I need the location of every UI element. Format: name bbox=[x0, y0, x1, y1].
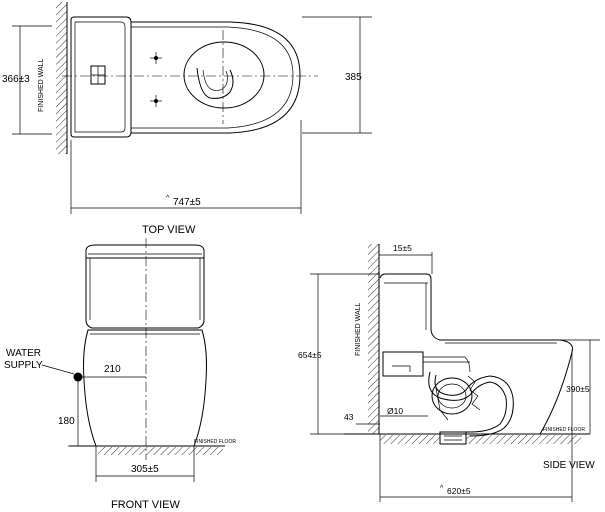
front-tank-lid bbox=[85, 244, 205, 259]
front-floor-hatch bbox=[98, 447, 223, 455]
side-view: FINISHED WALL FINISHED FLOOR bbox=[298, 243, 600, 502]
finished-floor-label-side: FINISHED FLOOR bbox=[543, 427, 585, 433]
front-tank bbox=[85, 258, 205, 329]
front-view: FINISHED FLOOR WATER SUPPLY 210 180 305±… bbox=[4, 238, 236, 511]
dim-rough-in: 366±3 bbox=[2, 74, 30, 85]
side-floor-hatch bbox=[380, 435, 440, 444]
svg-text:^: ^ bbox=[166, 195, 170, 202]
svg-text:^: ^ bbox=[440, 485, 444, 492]
finished-wall-label-top: FINISHED WALL bbox=[38, 58, 45, 112]
side-trapway bbox=[428, 371, 514, 437]
dim-supply-dia: Ø10 bbox=[387, 406, 403, 416]
top-bowl bbox=[131, 21, 301, 134]
top-view-title: TOP VIEW bbox=[142, 224, 196, 236]
front-view-title: FRONT VIEW bbox=[111, 499, 180, 511]
water-supply-label-1: WATER bbox=[6, 348, 41, 359]
dim-height: 654±5 bbox=[298, 350, 322, 360]
front-bowl bbox=[83, 329, 207, 447]
dim-seat-height: 390±5 bbox=[566, 384, 590, 394]
dim-supply-height: 180 bbox=[58, 416, 75, 427]
side-bowl bbox=[380, 339, 573, 435]
side-tank bbox=[379, 273, 470, 341]
dim-supply-offset: 210 bbox=[104, 364, 121, 375]
dim-length: 747±5 bbox=[173, 197, 201, 208]
dim-width: 385 bbox=[345, 72, 362, 83]
top-wall-hatch bbox=[56, 2, 67, 154]
side-view-title: SIDE VIEW bbox=[543, 460, 595, 471]
top-bolt-holes bbox=[150, 52, 162, 107]
dim-top-gap: 15±5 bbox=[393, 243, 412, 253]
top-view: 366±3 FINISHED WALL 385 ^ 747±5 TOP VIEW bbox=[2, 2, 372, 236]
water-supply-dot bbox=[73, 372, 83, 382]
top-tank bbox=[70, 16, 132, 138]
dim-outlet-height: 43 bbox=[344, 412, 354, 422]
side-inlet-box bbox=[382, 351, 424, 377]
dim-side-length: 620±5 bbox=[447, 486, 471, 496]
side-wall-hatch bbox=[368, 244, 379, 434]
dim-base-width: 305±5 bbox=[131, 464, 159, 475]
finished-wall-label-side: FINISHED WALL bbox=[355, 302, 362, 356]
finished-floor-label-front: FINISHED FLOOR bbox=[194, 439, 236, 445]
top-seat-opening bbox=[183, 41, 265, 109]
water-supply-label-2: SUPPLY bbox=[4, 360, 43, 371]
